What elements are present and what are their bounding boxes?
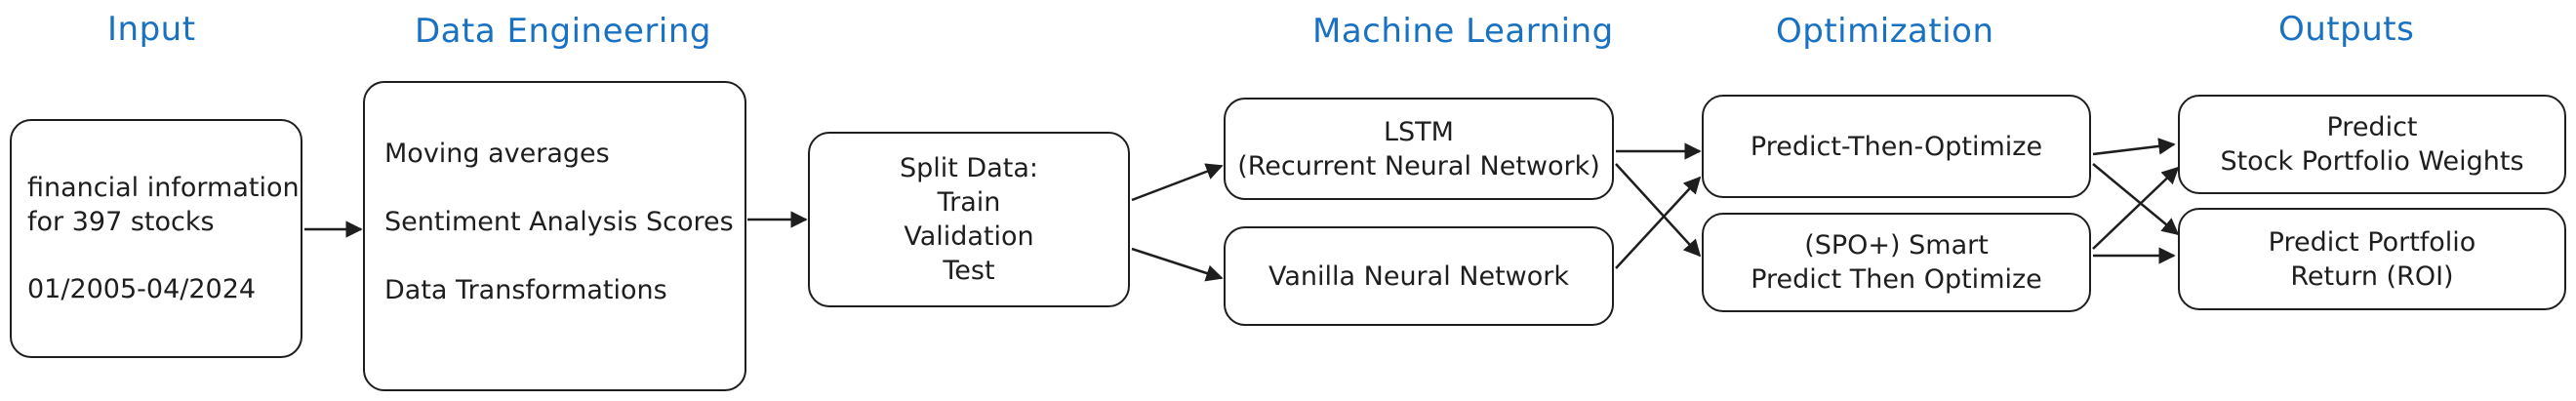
lstm-line-2: (Recurrent Neural Network) bbox=[1237, 150, 1600, 181]
arrow-pto-to-weights bbox=[2092, 138, 2176, 156]
header-input: Input bbox=[107, 10, 196, 49]
split-line-1: Split Data: bbox=[899, 153, 1038, 183]
spo-plus-box: (SPO+) Smart Predict Then Optimize bbox=[1702, 213, 2091, 312]
portfolio-weights-box: Predict Stock Portfolio Weights bbox=[2178, 95, 2566, 194]
arrow-pto-to-roi bbox=[2092, 163, 2180, 236]
predict-then-optimize-box: Predict-Then-Optimize bbox=[1702, 95, 2091, 198]
input-box: financial information for 397 stocks 01/… bbox=[10, 119, 302, 358]
weights-line-2: Stock Portfolio Weights bbox=[2220, 146, 2524, 177]
split-line-4: Test bbox=[943, 256, 995, 286]
spo-line-2: Predict Then Optimize bbox=[1751, 264, 2042, 295]
pto-line-1: Predict-Then-Optimize bbox=[1750, 131, 2043, 162]
header-machine-learning: Machine Learning bbox=[1312, 12, 1614, 51]
lstm-box: LSTM (Recurrent Neural Network) bbox=[1224, 98, 1614, 200]
input-line-2: for 397 stocks bbox=[27, 207, 215, 237]
spo-line-1: (SPO+) Smart bbox=[1804, 230, 1989, 261]
split-line-3: Validation bbox=[904, 221, 1034, 252]
arrow-split-to-lstm bbox=[1131, 163, 1224, 202]
portfolio-roi-box: Predict Portfolio Return (ROI) bbox=[2178, 208, 2566, 310]
vanilla-nn-box: Vanilla Neural Network bbox=[1224, 226, 1614, 326]
weights-line-1: Predict bbox=[2326, 112, 2418, 142]
vanilla-line-1: Vanilla Neural Network bbox=[1268, 261, 1570, 292]
arrow-vanilla-to-pto bbox=[1615, 176, 1702, 269]
feature-sentiment-scores: Sentiment Analysis Scores bbox=[384, 207, 734, 237]
input-line-3: 01/2005-04/2024 bbox=[27, 274, 257, 304]
feature-data-transformations: Data Transformations bbox=[384, 275, 667, 305]
split-line-2: Train bbox=[937, 187, 1001, 218]
header-data-engineering: Data Engineering bbox=[415, 12, 711, 51]
roi-line-1: Predict Portfolio bbox=[2268, 226, 2476, 258]
roi-line-2: Return (ROI) bbox=[2290, 261, 2454, 292]
lstm-line-1: LSTM bbox=[1384, 116, 1454, 147]
split-data-box: Split Data: Train Validation Test bbox=[808, 132, 1130, 307]
data-engineering-box: Moving averages Sentiment Analysis Score… bbox=[363, 81, 746, 391]
header-optimization: Optimization bbox=[1776, 12, 1994, 51]
input-line-1: financial information bbox=[27, 173, 300, 203]
feature-moving-averages: Moving averages bbox=[384, 139, 610, 169]
header-outputs: Outputs bbox=[2278, 10, 2415, 49]
arrow-split-to-vanilla bbox=[1131, 247, 1224, 282]
arrow-spo-to-weights bbox=[2092, 166, 2180, 250]
arrow-lstm-to-spo bbox=[1615, 163, 1702, 258]
